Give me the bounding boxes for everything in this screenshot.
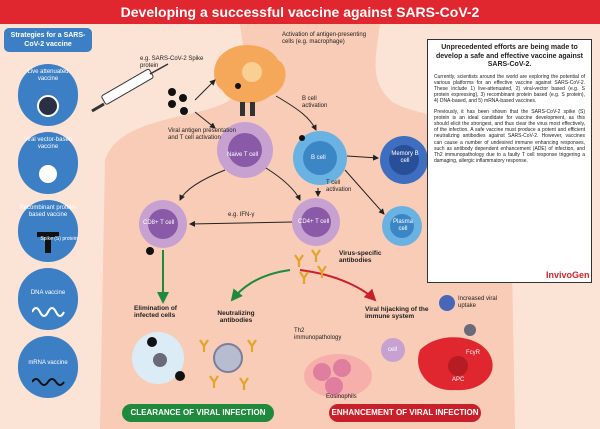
strategy-label: DNA vaccine [30, 290, 66, 296]
apc-label: Activation of antigen-presenting cells (… [282, 32, 367, 45]
diagram-canvas [91, 24, 515, 429]
apc-short-label: APC [452, 377, 465, 383]
b-cell-label: B cell [311, 155, 326, 161]
antibody-icons [294, 249, 327, 284]
strategy-dna: DNA vaccine [18, 268, 78, 330]
ifn-label: e.g. IFN-γ [228, 212, 255, 218]
spike-label: Spike (S) protein [40, 236, 78, 242]
spike-gene-label: e.g. SARS-CoV-2 Spike protein [140, 56, 204, 69]
clearance-pill: CLEARANCE OF VIRAL INFECTION [122, 404, 274, 422]
syringe-icon [91, 63, 169, 113]
cd8-label: CD8+ T cell [143, 220, 175, 226]
cd4-label: CD4+ T cell [298, 219, 330, 225]
strategy-mrna: mRNA vaccine [18, 336, 78, 398]
mrna-icon [32, 378, 65, 386]
viral-antigen-label: Viral antigen presentation and T cell ac… [168, 128, 236, 141]
uptake-label: Increased viral uptake [458, 296, 498, 309]
spike-protein-icon [37, 232, 59, 253]
b-activation-label: B cell activation [302, 96, 328, 109]
enhancement-pill: ENHANCEMENT OF VIRAL INFECTION [329, 404, 481, 422]
antibodies-label: Virus-specific antibodies [339, 250, 382, 264]
invivogen-logo: InvivoGen [546, 270, 590, 280]
strategy-label: Recombinant protein-based vaccine [19, 205, 77, 218]
info-heading: Unprecedented efforts are being made to … [435, 44, 584, 68]
strategy-label: Viral vector-based vaccine [23, 137, 73, 150]
viral-vector-icon [39, 165, 57, 183]
dna-icon [32, 307, 65, 317]
hijacking-label: Viral hijacking of the immune system [365, 306, 429, 320]
strategies-header: Strategies for a SARS-CoV-2 vaccine [4, 28, 92, 52]
eosinophils-label: Eosinophils [326, 394, 357, 400]
info-paragraph-2: Previously, it has been shown that the S… [434, 108, 585, 165]
virus-icon [439, 295, 455, 311]
elimination-label: Elimination of infected cells [134, 305, 177, 319]
virus-icon [213, 343, 243, 373]
strategy-viral-vector: Viral vector-based vaccine [18, 132, 78, 194]
info-paragraph-1: Currently, scientists around the world a… [434, 73, 585, 105]
fcr-label: FcγR [466, 350, 480, 356]
strategy-label: Live attenuated vaccine [27, 69, 69, 82]
memory-b-label: Memory B cell [391, 151, 419, 164]
strategy-label: mRNA vaccine [28, 360, 68, 366]
page-title: Developing a successful vaccine against … [0, 0, 600, 24]
info-panel: Unprecedented efforts are being made to … [427, 39, 592, 283]
th2-label: Th2 immunopathology [294, 328, 342, 341]
t-activation-label: T cell activation [326, 180, 352, 193]
th2-cell [381, 338, 405, 362]
virus-icon [37, 95, 59, 117]
naive-t-label: Naive T cell [227, 152, 259, 158]
neutralizing-label: Neutralizing antibodies [217, 310, 255, 324]
strategy-recombinant: Recombinant protein-based vaccine Spike … [18, 200, 78, 262]
strategy-live-attenuated: Live attenuated vaccine [18, 64, 78, 126]
cell-label: cell [388, 347, 398, 353]
plasma-label: Plasma cell [392, 219, 413, 232]
